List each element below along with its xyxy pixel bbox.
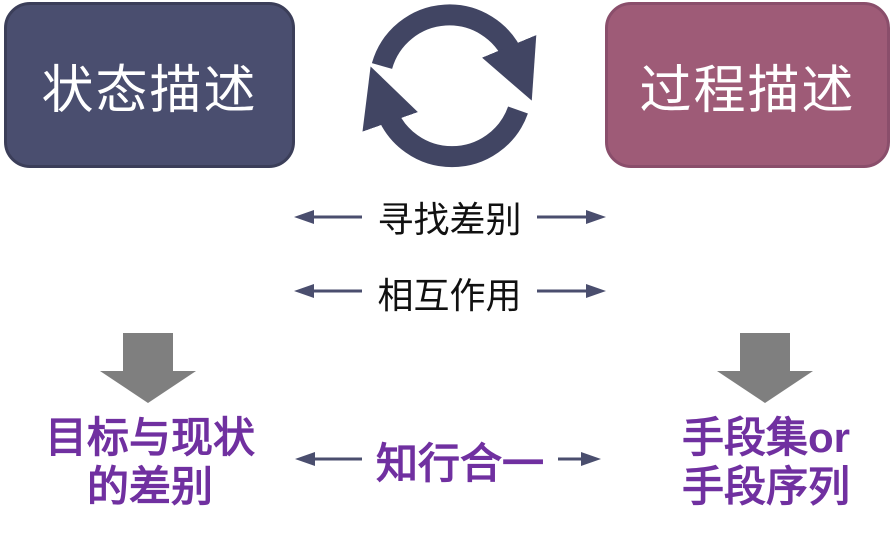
result-goal-gap-line2: 的差别 [86,463,213,510]
cycle-arrows-icon [362,4,537,168]
process-description-label: 过程描述 [639,61,856,120]
down-arrow-icon-right [717,333,813,403]
process-description-box: 过程描述 [605,2,890,168]
result-goal-gap-line1: 目标与现状 [44,414,255,461]
state-description-box: 状态描述 [4,2,295,168]
relation-label-knowledge-action: 知行合一 [362,428,558,492]
result-means-set-line2: 手段序列 [681,463,850,510]
result-means-set: 手段集or 手段序列 [624,413,896,511]
relation-label-knowledge-action-text: 知行合一 [375,439,544,487]
relation-label-find-difference-text: 寻找差别 [377,199,522,240]
relation-label-interaction: 相互作用 [362,264,537,321]
result-means-set-line1: 手段集or [681,414,850,461]
relation-label-interaction-text: 相互作用 [377,274,522,316]
relation-label-find-difference: 寻找差别 [362,188,537,246]
state-description-label: 状态描述 [41,61,258,120]
result-goal-gap: 目标与现状 的差别 [8,413,292,511]
down-arrow-icon-left [100,333,196,403]
